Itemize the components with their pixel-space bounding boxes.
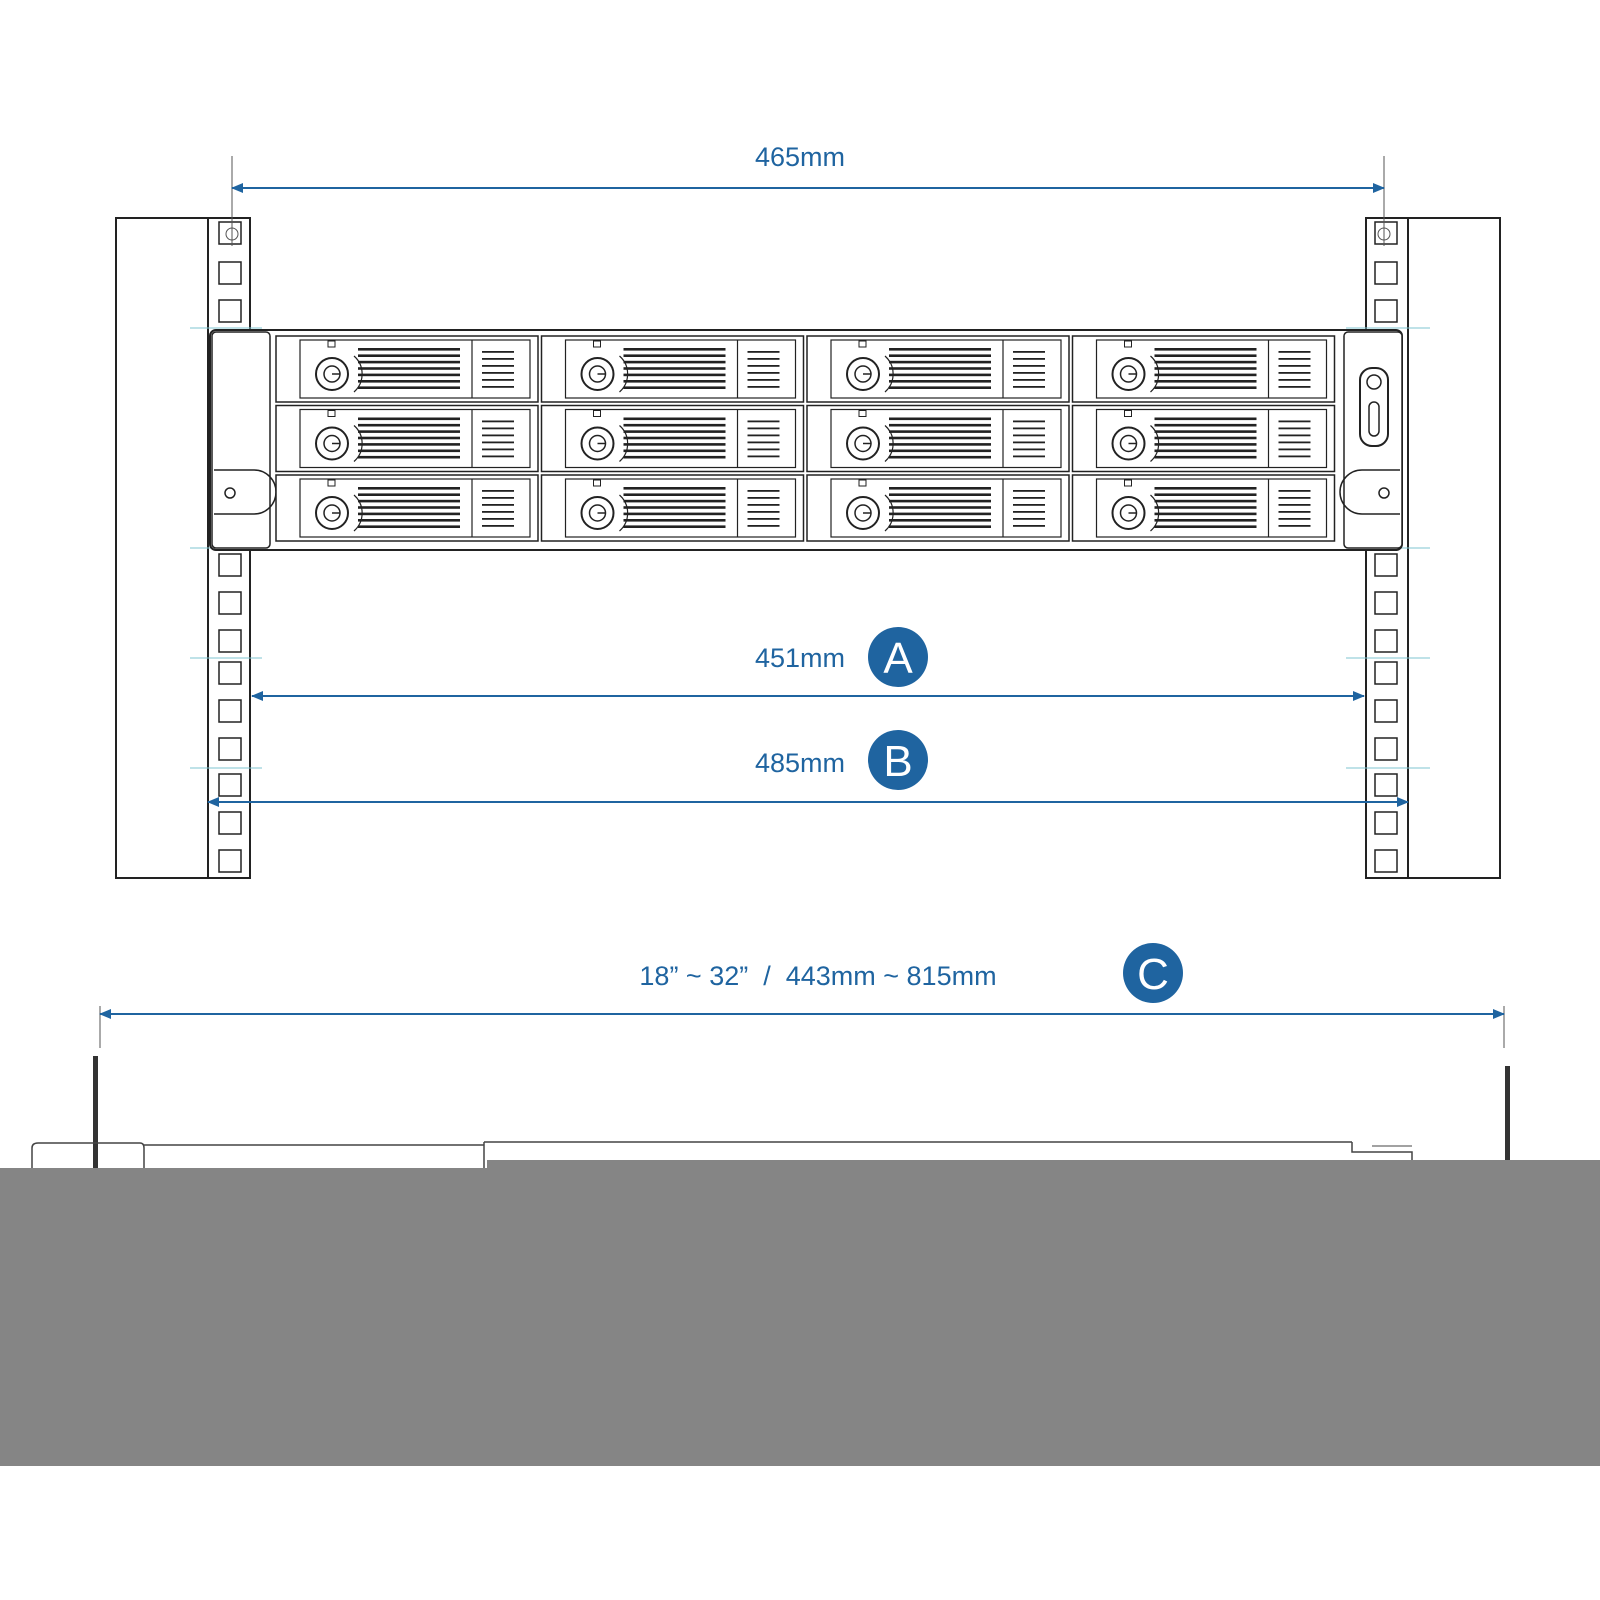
dimension-b: 485mm B xyxy=(207,730,1409,807)
padlock-icon xyxy=(1124,340,1132,348)
rack-hole xyxy=(218,299,242,323)
rack-hole xyxy=(218,737,242,761)
padlock-icon xyxy=(1124,479,1132,487)
side-view xyxy=(31,1056,1510,1168)
padlock-icon xyxy=(858,479,867,487)
padlock-icon xyxy=(327,479,336,487)
gray-cover-band xyxy=(0,1168,1600,1466)
rack-hole xyxy=(218,591,242,615)
rack-hole xyxy=(218,811,242,835)
rack-hole xyxy=(218,629,242,653)
drive-tray[interactable] xyxy=(540,474,805,542)
rack-hole xyxy=(1374,629,1398,653)
rack-hole xyxy=(1374,773,1398,797)
rack-hole xyxy=(218,699,242,723)
dimension-a: 451mm A xyxy=(251,627,1365,701)
rack-hole xyxy=(1374,591,1398,615)
badge-b xyxy=(868,730,928,790)
drive-tray[interactable] xyxy=(1071,335,1336,403)
left-rack-ear xyxy=(211,331,271,549)
badge-a-letter: A xyxy=(883,634,913,683)
padlock-icon xyxy=(593,340,601,348)
padlock-icon xyxy=(858,340,867,348)
rack-hole xyxy=(1374,811,1398,835)
drive-tray[interactable] xyxy=(806,335,1070,403)
rack-hole xyxy=(1374,699,1398,723)
rack-hole xyxy=(218,553,242,577)
padlock-icon xyxy=(1124,410,1132,417)
dimension-b-label: 485mm xyxy=(755,748,845,778)
rack-right-holes xyxy=(1374,221,1398,873)
drive-tray[interactable] xyxy=(275,335,539,403)
gray-cover-notch xyxy=(487,1160,1600,1170)
left-ear-screw-icon xyxy=(224,487,236,499)
drive-tray[interactable] xyxy=(275,404,539,473)
padlock-icon xyxy=(593,410,601,417)
dimension-465: 465mm xyxy=(225,142,1391,246)
drive-tray[interactable] xyxy=(806,404,1070,473)
rack-hole xyxy=(1374,261,1398,285)
drive-tray[interactable] xyxy=(806,474,1070,542)
dimension-a-label: 451mm xyxy=(755,643,845,673)
rack-hole xyxy=(1374,553,1398,577)
rack-hole xyxy=(218,661,242,685)
rack-hole xyxy=(218,773,242,797)
padlock-icon xyxy=(327,410,336,417)
drive-tray[interactable] xyxy=(275,474,539,542)
badge-c-letter: C xyxy=(1137,950,1169,999)
drive-tray[interactable] xyxy=(540,335,805,403)
rack-hole xyxy=(218,261,242,285)
drive-tray[interactable] xyxy=(1071,474,1336,542)
rack-hole xyxy=(218,849,242,873)
dimension-465-label: 465mm xyxy=(755,142,845,172)
right-ear-screw-icon xyxy=(1378,487,1390,499)
dimension-c-label: 18” ~ 32” / 443mm ~ 815mm xyxy=(639,961,996,991)
rack-hole xyxy=(1374,299,1398,323)
nas-chassis xyxy=(209,329,1403,551)
power-icon xyxy=(1366,374,1382,390)
padlock-icon xyxy=(327,340,336,348)
rack-hole xyxy=(1374,737,1398,761)
drive-tray[interactable] xyxy=(540,404,805,473)
status-led-slot xyxy=(1368,401,1380,437)
padlock-icon xyxy=(593,479,601,487)
power-button[interactable] xyxy=(1359,367,1389,447)
dimension-c: 18” ~ 32” / 443mm ~ 815mm C xyxy=(99,943,1505,1048)
drive-bays xyxy=(275,335,1336,542)
badge-c xyxy=(1123,943,1183,1003)
rack-hole xyxy=(1374,849,1398,873)
badge-b-letter: B xyxy=(883,737,912,786)
badge-a xyxy=(868,627,928,687)
rack-hole xyxy=(1374,661,1398,685)
drive-tray[interactable] xyxy=(1071,404,1336,473)
padlock-icon xyxy=(858,410,867,417)
